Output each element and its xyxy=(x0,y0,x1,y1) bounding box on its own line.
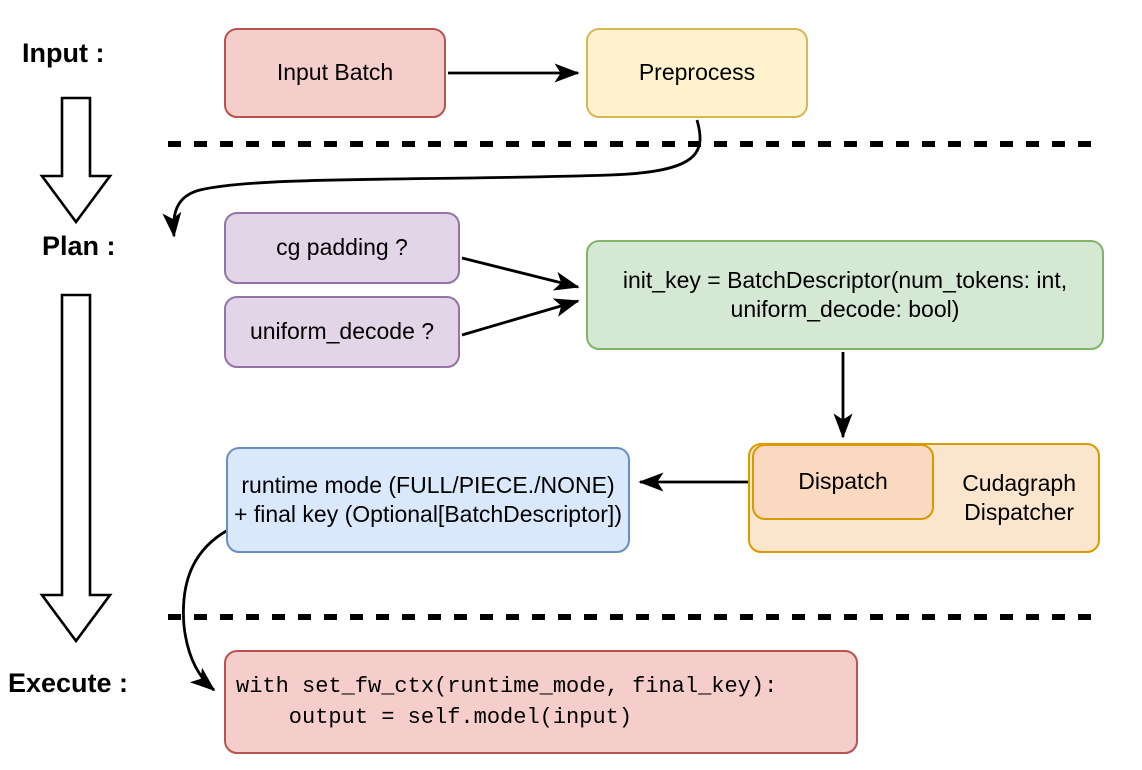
stage-label-execute: Execute : xyxy=(8,668,129,698)
node-preprocess[interactable]: Preprocess xyxy=(586,28,808,118)
node-dispatch-label: Dispatch xyxy=(798,468,888,495)
node-init-key[interactable]: init_key = BatchDescriptor(num_tokens: i… xyxy=(586,240,1104,350)
stage-label-input: Input : xyxy=(22,38,105,68)
stage-arrow-input-to-plan xyxy=(39,96,113,225)
node-uniform-decode[interactable]: uniform_decode ? xyxy=(224,296,460,368)
node-input-batch[interactable]: Input Batch xyxy=(224,28,446,118)
edge-cg-padding-to-init-key xyxy=(461,256,580,291)
node-runtime-mode[interactable]: runtime mode (FULL/PIECE./NONE) + final … xyxy=(226,447,630,553)
node-execute-code-label: with set_fw_ctx(runtime_mode, final_key)… xyxy=(236,673,778,730)
node-cg-padding-label: cg padding ? xyxy=(276,234,408,261)
node-init-key-label: init_key = BatchDescriptor(num_tokens: i… xyxy=(622,266,1068,322)
stage-arrow-plan-to-execute xyxy=(39,293,113,644)
node-execute-code[interactable]: with set_fw_ctx(runtime_mode, final_key)… xyxy=(224,650,858,754)
node-uniform-decode-label: uniform_decode ? xyxy=(249,318,435,345)
node-cudagraph-dispatcher-label: Cudagraph Dispatcher xyxy=(962,469,1076,525)
node-input-batch-label: Input Batch xyxy=(276,59,394,86)
node-runtime-mode-label: runtime mode (FULL/PIECE./NONE) + final … xyxy=(234,471,622,527)
stage-label-plan: Plan : xyxy=(42,231,116,261)
edge-uniform-decode-to-init-key xyxy=(461,298,580,337)
node-cg-padding[interactable]: cg padding ? xyxy=(224,212,460,284)
node-preprocess-label: Preprocess xyxy=(638,59,756,86)
edge-runtime-mode-to-execute-code xyxy=(182,528,229,692)
node-dispatch[interactable]: Dispatch xyxy=(752,444,934,520)
